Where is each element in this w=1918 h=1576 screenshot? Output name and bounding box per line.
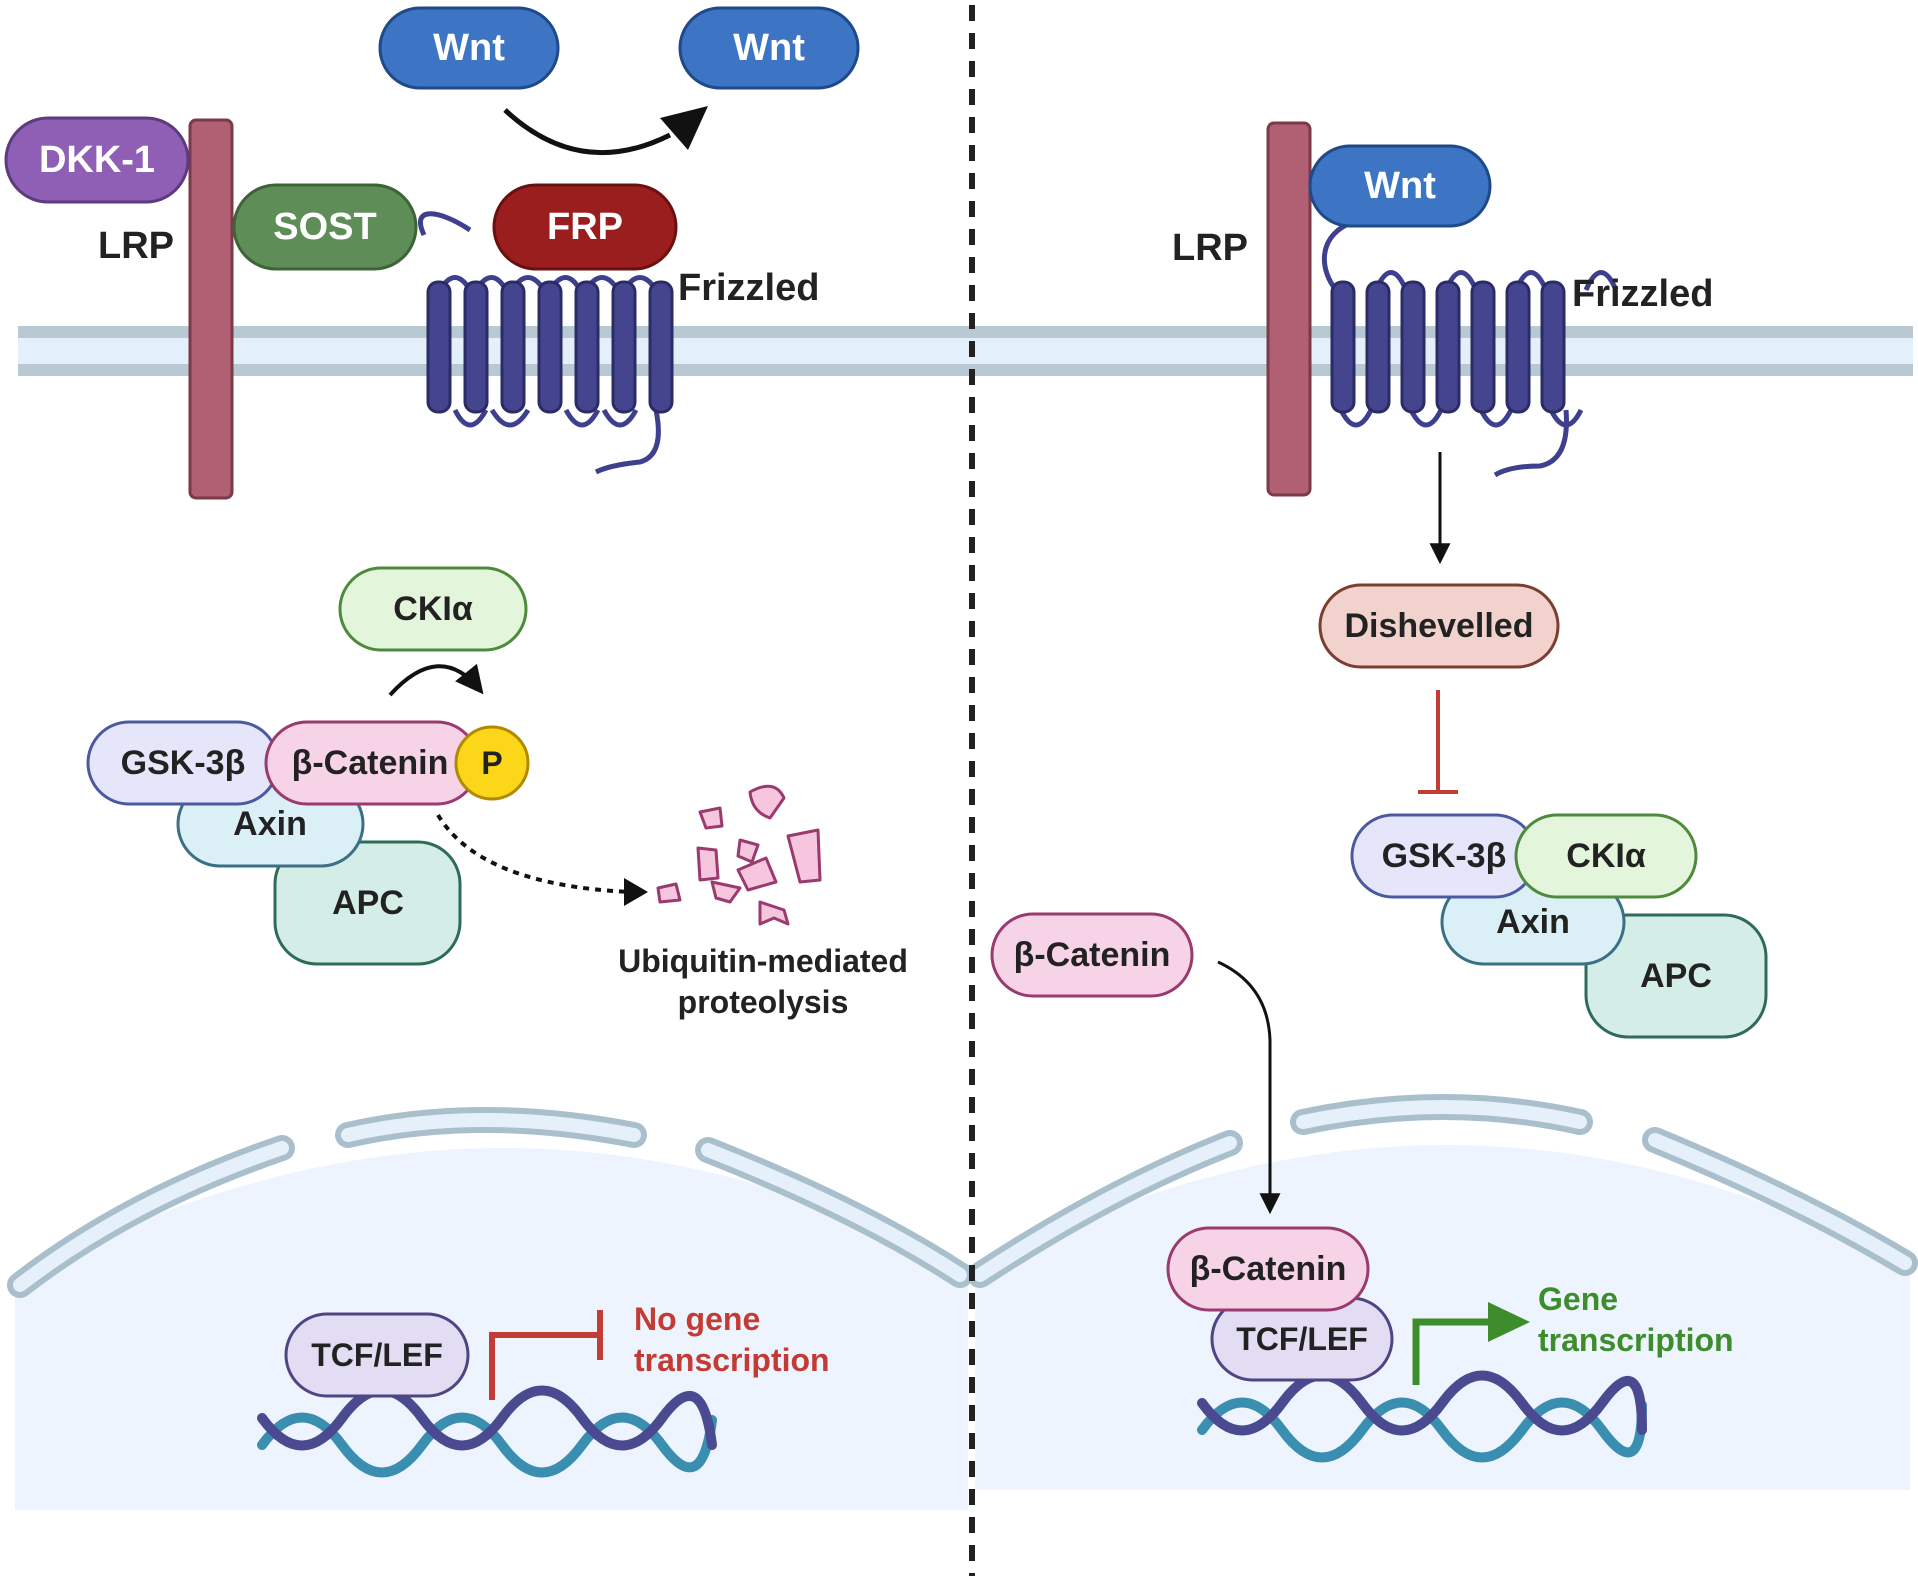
degradation-arrowhead — [624, 878, 648, 906]
lrp-receptor-right — [1266, 121, 1312, 497]
degradation-label-line2: proteolysis — [678, 984, 849, 1020]
degradation-arrow — [436, 813, 631, 894]
svg-text:GSK-3β: GSK-3β — [121, 744, 246, 782]
svg-text:APC: APC — [332, 884, 404, 922]
protein-fragments — [656, 784, 822, 926]
transcription-activation-arrowhead — [1488, 1302, 1530, 1342]
frizzled-receptor-left — [418, 211, 674, 475]
no-transcription-line1: No gene — [634, 1301, 760, 1337]
svg-text:FRP: FRP — [547, 206, 623, 248]
svg-text:β-Catenin: β-Catenin — [1190, 1250, 1347, 1288]
phosphorylation-arrow — [388, 663, 484, 697]
wnt-ligand-bound: Wnt — [1308, 144, 1492, 228]
dna-left — [257, 1385, 717, 1478]
svg-text:Axin: Axin — [233, 805, 307, 843]
svg-text:SOST: SOST — [273, 206, 376, 248]
dishevelled-inhibition-symbol — [1418, 690, 1458, 794]
svg-text:Wnt: Wnt — [1364, 165, 1436, 207]
no-transcription-line2: transcription — [634, 1342, 830, 1378]
nuclear-envelope-right — [967, 1094, 1918, 1288]
bcatenin-translocation-arrow — [1217, 960, 1281, 1215]
svg-text:Axin: Axin — [1496, 903, 1570, 941]
frizzled-receptor-right — [1322, 222, 1619, 478]
wnt-ligand-unbound-1: Wnt — [378, 6, 560, 90]
gene-transcription-line1: Gene — [1538, 1281, 1618, 1317]
ckia-left: CKIα — [338, 566, 528, 652]
svg-text:P: P — [481, 745, 502, 781]
cell-membrane — [18, 326, 1913, 376]
gsk3b-right: GSK-3β — [1350, 813, 1538, 899]
wnt-diversion-arrowhead — [660, 106, 708, 150]
lrp-receptor-left — [188, 118, 234, 500]
svg-text:Wnt: Wnt — [733, 27, 805, 69]
svg-text:TCF/LEF: TCF/LEF — [1236, 1321, 1368, 1357]
lrp-label-right: LRP — [1172, 227, 1248, 269]
gene-transcription-line2: transcription — [1538, 1322, 1734, 1358]
dna-right — [1197, 1370, 1647, 1463]
frizzled-label-right: Frizzled — [1572, 273, 1713, 315]
apc-right: APC — [1584, 913, 1768, 1039]
phosphate-group: P — [454, 725, 530, 801]
wnt-ligand-unbound-2: Wnt — [678, 6, 860, 90]
svg-text:CKIα: CKIα — [1566, 837, 1646, 875]
dkk1-inhibitor: DKK-1 — [4, 116, 190, 204]
degradation-label-line1: Ubiquitin-mediated — [618, 943, 908, 979]
svg-text:Dishevelled: Dishevelled — [1345, 607, 1534, 645]
frizzled-label-left: Frizzled — [678, 267, 819, 309]
svg-text:CKIα: CKIα — [393, 590, 473, 628]
bcatenin-nuclear: β-Catenin — [1166, 1226, 1370, 1312]
ckia-right: CKIα — [1514, 813, 1698, 899]
lrp-label-left: LRP — [98, 225, 174, 267]
nuclear-envelope-left — [7, 1107, 973, 1298]
frp-inhibitor: FRP — [492, 183, 678, 271]
svg-text:Wnt: Wnt — [433, 27, 505, 69]
svg-text:TCF/LEF: TCF/LEF — [311, 1337, 443, 1373]
tcflef-left: TCF/LEF — [284, 1312, 470, 1398]
inhibition-symbol-transcription — [489, 1310, 603, 1400]
wnt-diversion-arrow — [503, 108, 672, 155]
svg-text:β-Catenin: β-Catenin — [292, 744, 449, 782]
svg-text:GSK-3β: GSK-3β — [1382, 837, 1507, 875]
transcription-activation-arrow — [1412, 1318, 1492, 1385]
bcatenin-cytoplasmic: β-Catenin — [990, 912, 1194, 998]
dishevelled: Dishevelled — [1318, 583, 1560, 669]
tcflef-right: TCF/LEF — [1210, 1296, 1394, 1382]
svg-text:DKK-1: DKK-1 — [39, 139, 155, 181]
apc-left: APC — [273, 840, 462, 966]
sost-inhibitor: SOST — [232, 183, 418, 271]
nucleus-left — [15, 1147, 968, 1510]
gsk3b-left: GSK-3β — [86, 720, 280, 806]
svg-text:β-Catenin: β-Catenin — [1014, 936, 1171, 974]
bcatenin-left: β-Catenin — [264, 720, 480, 806]
svg-text:APC: APC — [1640, 957, 1712, 995]
